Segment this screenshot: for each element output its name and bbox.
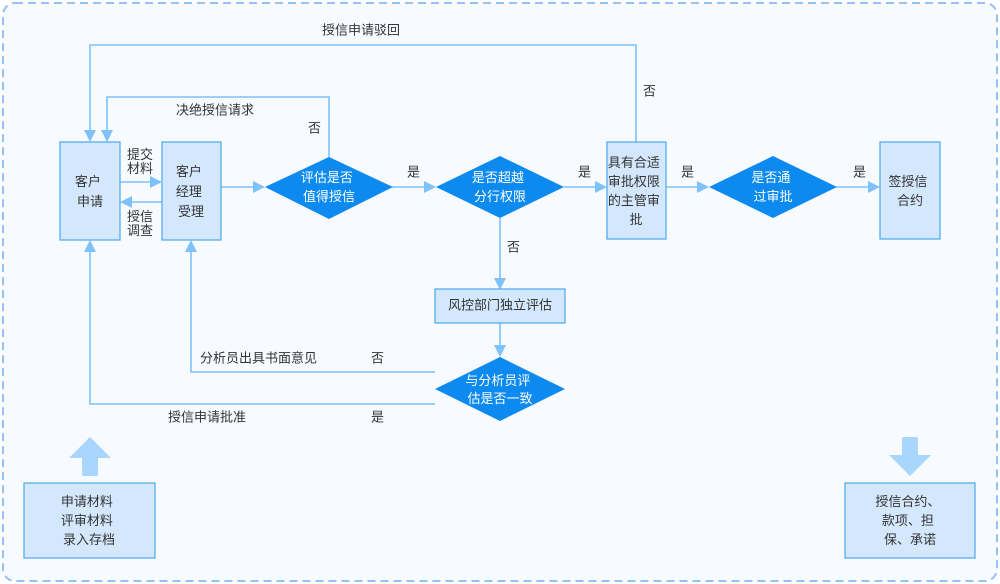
decision-exceed-branch-label: 是否超越 分行权限 [472,171,528,205]
label-no-supervisor: 否 [643,85,656,100]
connector-rejected-return [89,44,637,142]
label-submit-materials: 提交 材料 [127,147,157,177]
decision-pass-approval-label: 是否通 过审批 [751,171,794,205]
up-arrow-icon [69,437,111,476]
decision-evaluate-worth-label: 评估是否 值得授信 [301,171,357,205]
decision-pass-approval[interactable] [709,156,837,218]
decision-exceed-branch[interactable] [436,156,564,218]
label-no-worth: 否 [308,122,321,137]
arrowhead [494,278,506,290]
decision-evaluate-worth[interactable] [265,157,393,219]
arrowhead [150,176,162,188]
node-contracts[interactable] [844,482,976,559]
decision-consistent[interactable] [435,357,565,421]
arrowhead [494,345,506,357]
arrowhead [595,181,607,193]
node-risk-eval-label: 风控部门独立评估 [448,299,552,314]
connector-analyst-opinion [190,250,435,373]
node-customer-apply-label: 客户 申请 [75,174,105,210]
node-supervisor-approve[interactable] [606,141,667,240]
connector-approved [89,250,435,405]
label-approved: 授信申请批准 [168,411,246,426]
label-refuse-request: 决绝授信请求 [176,103,254,119]
connector-refuse-request [106,96,330,157]
label-rejected-return: 授信申请驳回 [322,24,400,39]
arrowhead [697,181,709,193]
label-yes-pass: 是 [853,166,866,181]
arrowhead [101,130,113,142]
arrowhead [253,181,265,193]
node-contracts-label: 授信合约、 款项、担 保、承诺 [875,495,944,548]
arrowhead [120,196,132,208]
node-supervisor-approve-label: 具有合适 审批权限 的主管审 批 [608,156,664,228]
label-credit-investigation: 授信 调查 [127,210,157,239]
label-yes-exceed: 是 [578,166,591,181]
label-no-exceed: 否 [507,241,520,256]
label-analyst-opinion: 分析员出具书面意见 [200,351,317,367]
label-yes-consistent: 是 [371,411,384,426]
label-no-consistent: 否 [371,352,384,367]
node-manager-accept[interactable] [161,141,222,241]
node-sign-contract-label: 签授信 合约 [888,174,931,209]
node-manager-accept-label: 客户 经理 受理 [176,164,206,220]
label-yes-supervisor: 是 [681,166,694,181]
arrowhead [84,130,96,142]
node-risk-eval[interactable] [434,288,566,324]
down-arrow-icon [889,437,931,476]
decision-consistent-label: 与分析员评 估是否一致 [465,374,534,407]
arrowhead [84,240,96,252]
arrowhead [185,240,197,252]
arrowhead [424,181,436,193]
node-archive-label: 申请材料 评审材料 录入存档 [61,495,117,548]
arrowhead [868,181,880,193]
label-yes-worth: 是 [407,166,420,181]
node-archive[interactable] [23,482,156,559]
node-sign-contract[interactable] [879,141,941,240]
node-customer-apply[interactable] [59,141,121,241]
